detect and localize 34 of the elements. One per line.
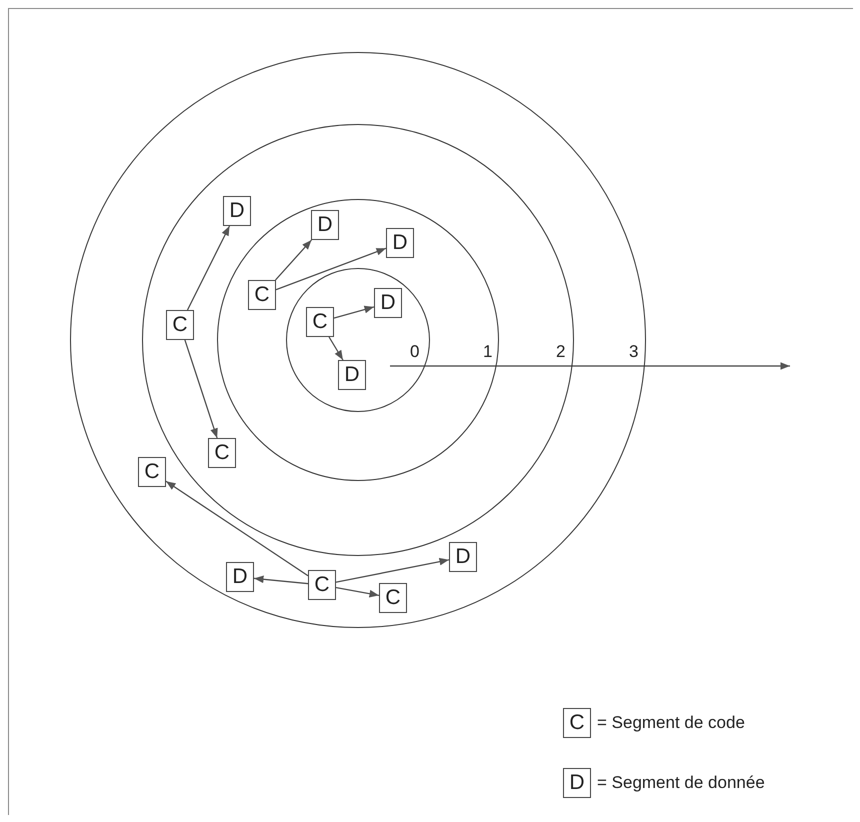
segment-label: D [311, 210, 339, 240]
legend-text: = Segment de code [597, 713, 745, 733]
arrow [328, 336, 344, 360]
segment-label: D [374, 288, 402, 318]
arrow [334, 306, 374, 319]
ring-number: 0 [410, 342, 420, 362]
legend-key: C [563, 708, 591, 738]
ring-circle [70, 52, 646, 628]
segment-label: C [308, 570, 336, 600]
segment-label: C [166, 310, 194, 340]
segment-label: D [386, 228, 414, 258]
ring-number: 2 [556, 342, 566, 362]
segment-label: D [338, 360, 366, 390]
ring-circle [286, 268, 430, 412]
arrow [166, 480, 308, 576]
segment-label: D [226, 562, 254, 592]
arrow [184, 340, 218, 438]
segment-label: C [379, 583, 407, 613]
arrow [254, 575, 308, 584]
segment-label: C [138, 457, 166, 487]
arrow [275, 240, 312, 280]
arrow [186, 226, 230, 310]
segment-label: C [248, 280, 276, 310]
arrow [336, 586, 380, 598]
legend-key: D [563, 768, 591, 798]
segment-label: D [223, 196, 251, 226]
segment-label: D [449, 542, 477, 572]
segment-label: C [306, 307, 334, 337]
segment-label: C [208, 438, 236, 468]
ring-number: 1 [483, 342, 492, 362]
arrow [276, 248, 386, 290]
arrow [336, 558, 450, 583]
legend-text: = Segment de donnée [597, 773, 765, 793]
ring-number: 3 [629, 342, 638, 362]
